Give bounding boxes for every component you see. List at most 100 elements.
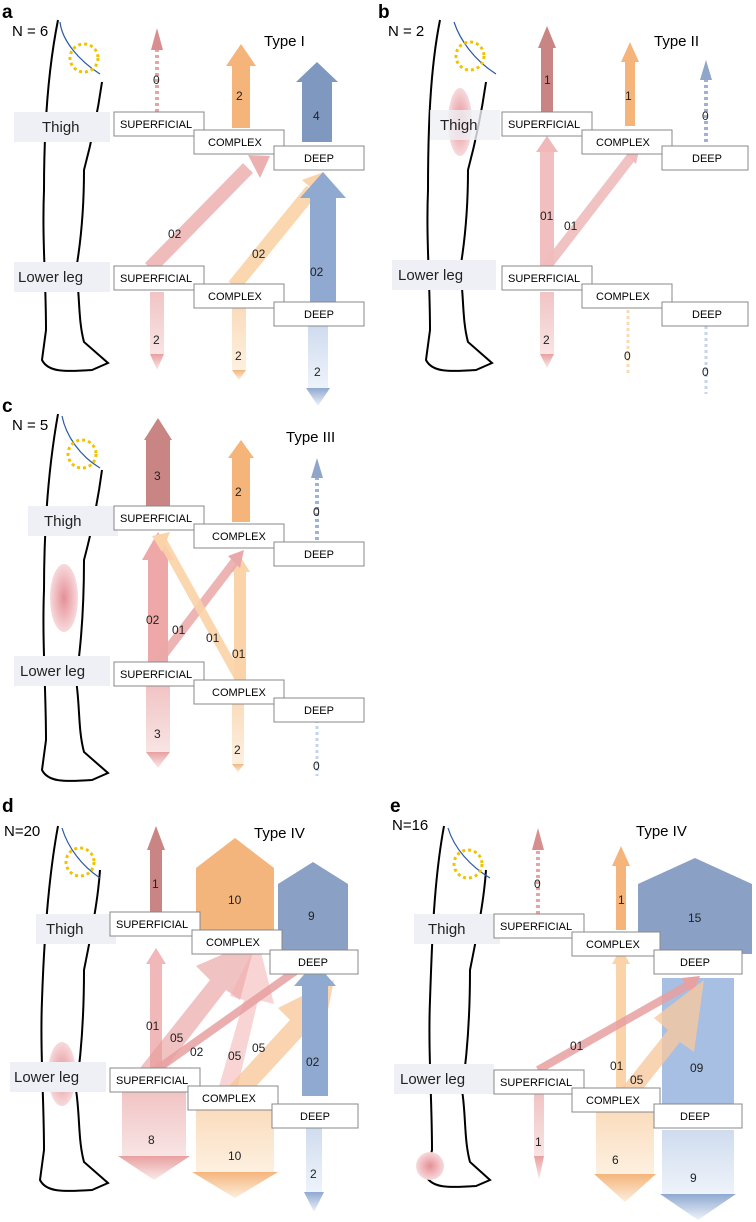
value-deep-lower: 0: [313, 759, 320, 773]
box-complex-thigh-label: COMPLEX: [208, 137, 262, 149]
superficial-lower-arrow: [534, 1094, 544, 1156]
superficial-upward-arrow: [148, 558, 168, 662]
n-label: N = 6: [12, 23, 48, 40]
connection-arrow: [145, 163, 253, 273]
connection-value: 01: [232, 647, 246, 661]
complex-lower-arrowhead: [232, 370, 246, 380]
value-deep-thigh: 9: [308, 909, 315, 923]
box-complex-lower: [193, 283, 285, 309]
connection-value: 02: [310, 265, 324, 279]
box-complex-lower-label: COMPLEX: [212, 687, 266, 699]
box-deep-lower-label: DEEP: [692, 309, 722, 321]
value-deep-thigh: 15: [688, 911, 702, 925]
reflux-zone: [416, 1152, 444, 1180]
box-deep-lower-label: DEEP: [300, 1111, 330, 1123]
box-complex-thigh: [191, 929, 283, 955]
box-complex-lower: [571, 1087, 661, 1113]
connection-arrow: [218, 940, 274, 1094]
deep-lower-arrowhead: [306, 388, 330, 406]
superficial-lower-arrow: [122, 1092, 186, 1156]
connection-arrow: [158, 537, 244, 683]
connection-arrow: [153, 954, 317, 1074]
deep-upward-arrowhead: [300, 172, 346, 198]
panel-letter: a: [2, 2, 13, 23]
value-complex-thigh: 2: [236, 89, 243, 103]
value-superficial-lower: 2: [153, 333, 160, 347]
value-complex-lower: 10: [228, 1149, 242, 1163]
superficial-thigh-arrowhead: [538, 26, 556, 48]
connection-value: 05: [228, 1049, 242, 1063]
superficial-lower-arrowhead: [534, 1156, 544, 1180]
segment-label-thigh: [36, 914, 116, 944]
superficial-thigh-arrowhead: [151, 28, 163, 50]
complex-thigh-arrowhead: [621, 42, 639, 62]
complex-thigh-arrow: [232, 458, 250, 522]
value-complex-thigh: 1: [625, 89, 632, 103]
n-label: N=16: [392, 817, 428, 834]
connection-value: 02: [146, 613, 160, 627]
box-deep-thigh: [653, 949, 743, 975]
connection-value: 05: [630, 1073, 644, 1087]
box-complex-thigh: [581, 129, 673, 155]
value-superficial-lower: 1: [535, 1135, 542, 1149]
box-complex-lower-label: COMPLEX: [596, 291, 650, 303]
connection-arrowhead: [152, 532, 170, 552]
box-superficial-lower: [109, 1067, 201, 1093]
box-superficial-thigh: [113, 111, 205, 137]
connection-value: 01: [206, 631, 220, 645]
segment-label-thigh: [430, 110, 500, 140]
value-complex-lower: 6: [612, 1153, 619, 1167]
gfv-circle-icon: [452, 848, 484, 880]
segment-label-thigh-text: Thigh: [440, 117, 478, 134]
segment-label-thigh-text: Thigh: [46, 921, 84, 938]
n-label: N = 5: [12, 417, 48, 434]
box-deep-thigh: [269, 949, 359, 975]
value-superficial-thigh: 0: [534, 877, 541, 891]
complex-thigh-arrow: [616, 866, 626, 930]
deep-thigh-arrowhead: [311, 458, 323, 478]
reflux-zone: [50, 564, 78, 632]
connection-arrow: [606, 980, 704, 1118]
connection-value: 02: [252, 247, 266, 261]
panel-letter: e: [390, 796, 401, 817]
gfv-circle-icon: [66, 438, 98, 470]
complex-lower-arrow: [232, 308, 246, 370]
leg-silhouette: [40, 413, 110, 782]
value-deep-lower: 9: [690, 1171, 697, 1185]
panel-letter: b: [378, 2, 390, 23]
panel-d: d N=20 Type IV Thigh Lower leg: [2, 796, 359, 1212]
value-superficial-thigh: 0: [153, 73, 160, 87]
complex-lower-arrowhead: [232, 764, 244, 772]
complex-thigh-arrowhead: [196, 838, 274, 868]
superficial-thigh-arrow: [150, 850, 162, 912]
value-complex-lower: 2: [234, 743, 241, 757]
gfv-circle-icon: [68, 42, 100, 74]
deep-lower-arrow: [306, 1126, 322, 1192]
panel-letter: d: [2, 796, 14, 817]
complex-lower-arrowhead: [594, 1174, 656, 1202]
box-deep-thigh-label: DEEP: [304, 153, 334, 165]
value-deep-lower: 2: [314, 365, 321, 379]
type-title: Type I: [264, 33, 305, 50]
segment-label-thigh: [28, 506, 118, 536]
panel-a: a N = 6 Type I Thigh Lower leg: [2, 2, 365, 406]
deep-thigh-arrowhead: [296, 62, 338, 82]
superficial-thigh-arrowhead: [147, 826, 165, 850]
box-deep-lower: [661, 301, 749, 327]
value-superficial-thigh: 1: [152, 877, 159, 891]
deep-lower-arrow: [662, 1130, 734, 1194]
connection-value: 01: [570, 1039, 584, 1053]
connection-value: 02: [190, 1045, 204, 1059]
connection-arrowhead: [682, 976, 700, 994]
box-superficial-lower: [113, 265, 205, 291]
box-complex-lower: [187, 1085, 279, 1111]
box-complex-thigh: [571, 931, 661, 957]
complex-lower-arrow: [232, 702, 244, 764]
box-complex-lower-label: COMPLEX: [586, 1095, 640, 1107]
type-title: Type IV: [636, 823, 687, 840]
box-complex-lower-label: COMPLEX: [202, 1093, 256, 1105]
segment-label-thigh-text: Thigh: [428, 921, 466, 938]
connection-value: 05: [252, 1041, 266, 1055]
segment-label-thigh: [414, 914, 500, 944]
